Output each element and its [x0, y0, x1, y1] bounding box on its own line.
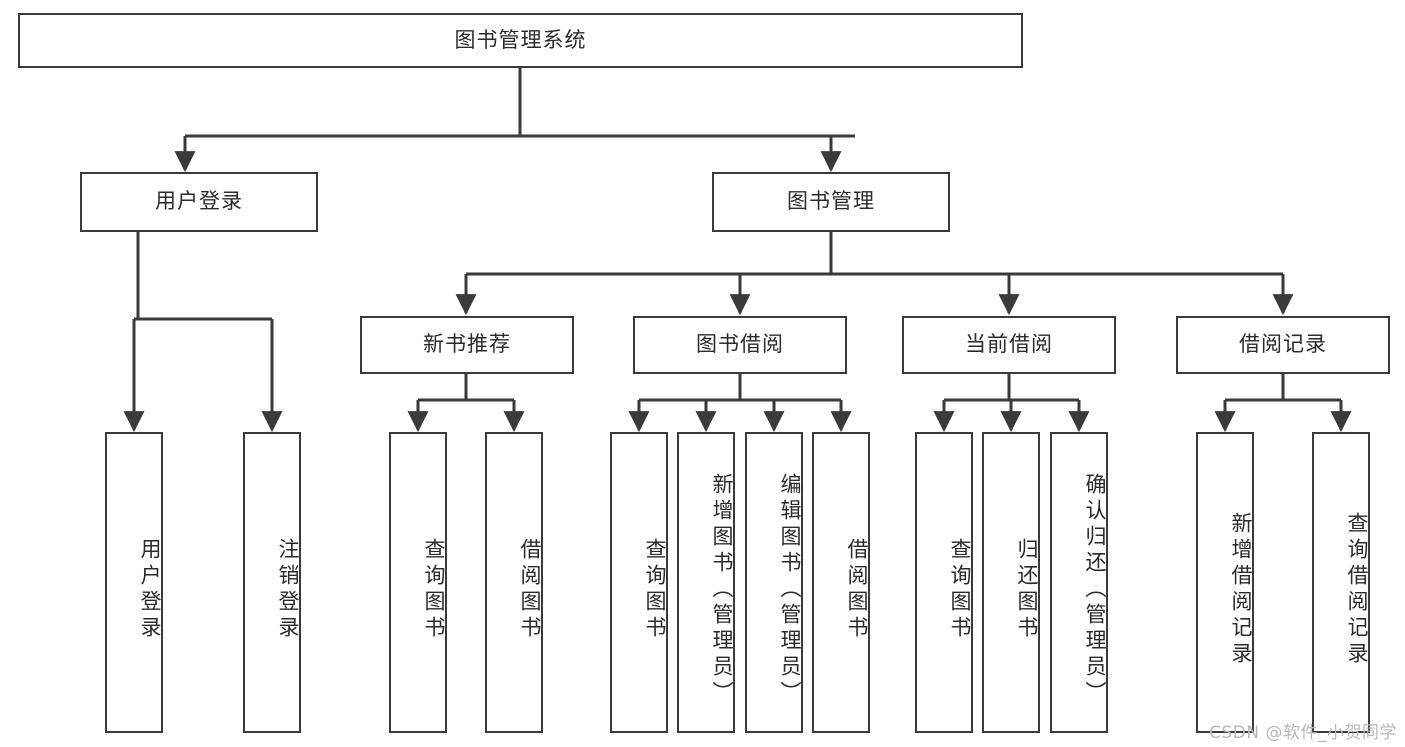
node-label: 用户登录 [155, 189, 243, 214]
node-label: 归还图书 [1015, 537, 1039, 642]
node-label: 借阅图书 [518, 537, 542, 642]
node-label: 查询图书 [948, 537, 972, 642]
node-user-login[interactable]: 用户登录 [80, 172, 318, 232]
node-label: 图书管理 [787, 189, 875, 214]
node-label: 借阅图书 [845, 537, 869, 642]
node-label: 查询借阅记录 [1345, 511, 1369, 668]
node-leaf-current-confirm-return[interactable]: 确认归还（管理员） [1050, 432, 1108, 733]
node-label: 借阅记录 [1239, 332, 1327, 357]
node-new-book-recommend[interactable]: 新书推荐 [360, 316, 574, 374]
node-label: 图书管理系统 [454, 27, 587, 52]
node-leaf-borrow-add-book[interactable]: 新增图书（管理员） [677, 432, 735, 733]
node-leaf-current-return-book[interactable]: 归还图书 [982, 432, 1040, 733]
node-borrow-records[interactable]: 借阅记录 [1176, 316, 1390, 374]
node-label: 新增图书（管理员） [710, 472, 734, 707]
node-book-management[interactable]: 图书管理 [712, 172, 950, 232]
node-leaf-borrow-edit-book[interactable]: 编辑图书（管理员） [745, 432, 803, 733]
node-label: 查询图书 [643, 537, 667, 642]
node-leaf-borrow-query-book[interactable]: 查询图书 [610, 432, 668, 733]
node-leaf-records-query-record[interactable]: 查询借阅记录 [1312, 432, 1370, 733]
node-leaf-newbook-borrow-book[interactable]: 借阅图书 [485, 432, 543, 733]
node-root-system[interactable]: 图书管理系统 [18, 13, 1023, 68]
node-leaf-newbook-query-book[interactable]: 查询图书 [389, 432, 447, 733]
node-label: 当前借阅 [965, 332, 1053, 357]
node-book-borrow[interactable]: 图书借阅 [633, 316, 847, 374]
node-leaf-current-query-book[interactable]: 查询图书 [915, 432, 973, 733]
node-label: 确认归还（管理员） [1083, 472, 1107, 707]
node-label: 新书推荐 [423, 332, 511, 357]
node-label: 新增借阅记录 [1229, 511, 1253, 668]
node-leaf-logout[interactable]: 注销登录 [243, 432, 301, 733]
node-label: 编辑图书（管理员） [778, 472, 802, 707]
node-leaf-user-login[interactable]: 用户登录 [105, 432, 163, 733]
node-label: 查询图书 [422, 537, 446, 642]
node-label: 图书借阅 [696, 332, 784, 357]
node-current-borrow[interactable]: 当前借阅 [902, 316, 1116, 374]
node-leaf-borrow-lend-book[interactable]: 借阅图书 [812, 432, 870, 733]
node-label: 用户登录 [138, 537, 162, 642]
node-label: 注销登录 [276, 537, 300, 642]
node-leaf-records-add-record[interactable]: 新增借阅记录 [1196, 432, 1254, 733]
